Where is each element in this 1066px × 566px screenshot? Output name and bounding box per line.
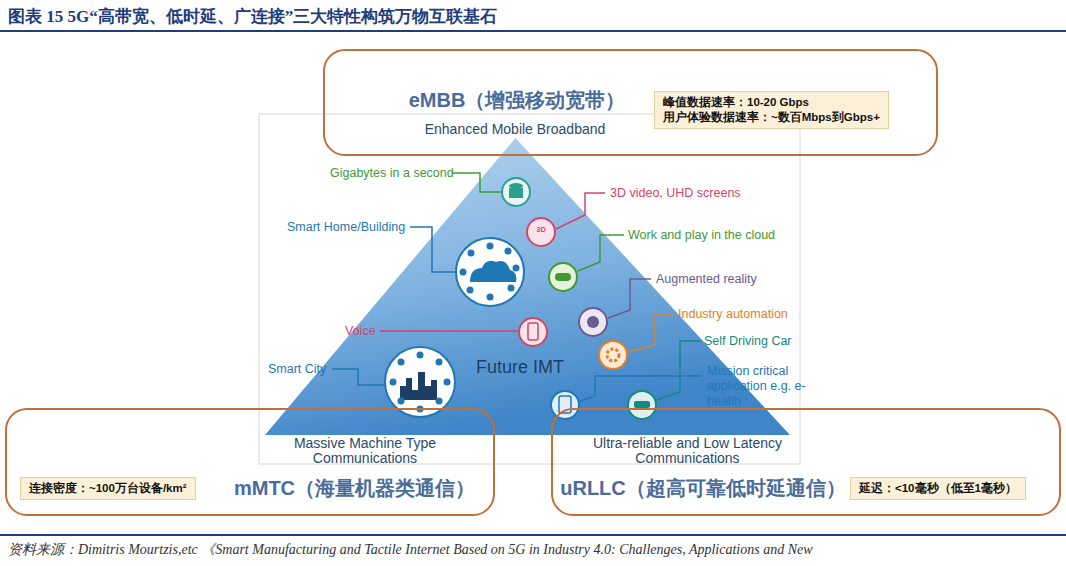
category-title: mMTC（海量机器类通信） (222, 475, 487, 502)
cloud-icon (470, 261, 516, 282)
annotation-label: Gigabytes in a second (330, 166, 454, 181)
health-icon (559, 396, 571, 413)
phone-icon (519, 318, 547, 346)
image-frame (259, 114, 800, 464)
ar-icon (587, 316, 599, 328)
source-caption: 资料来源：Dimitris Mourtzis,etc 《Smart Manufa… (8, 541, 813, 559)
figure-title: 图表 15 5G“高带宽、低时延、广连接”三大特性构筑万物互联基石 (8, 5, 497, 28)
category-title: uRLLC（超高可靠低时延通信） (558, 475, 848, 502)
gamepad-icon (555, 273, 571, 281)
car-icon (628, 391, 656, 419)
annotation-label: Work and play in the cloud (628, 228, 775, 243)
annotation-label: Ultra-reliable and Low Latency Communica… (575, 436, 800, 466)
category-box: mMTC（海量机器类通信） 连接密度：~100万台设备/km² (5, 408, 495, 516)
gamepad-icon (549, 263, 577, 291)
phone-icon (528, 323, 538, 340)
spec-box: 峰值数据速率：10-20 Gbps用户体验数据速率：~数百Mbps到Gbps+ (654, 91, 889, 129)
annotation-label: Augmented reality (656, 272, 757, 287)
ar-icon (579, 308, 607, 336)
annotation-label: Smart City (268, 362, 326, 377)
annotation-label: 3D video, UHD screens (610, 186, 741, 201)
rule-line (0, 534, 1066, 536)
gear-icon (607, 349, 619, 361)
smart-home-icon (456, 238, 524, 306)
annotation-label: Enhanced Mobile Broadband (405, 122, 625, 137)
device-dots (460, 243, 520, 301)
annotation-label: Self Driving Car (704, 334, 792, 349)
annotation-label: Voice (345, 324, 376, 339)
category-box: uRLLC（超高可靠低时延通信） 延迟：<10毫秒（低至1毫秒） (551, 408, 1061, 516)
center-label: Future IMT (465, 357, 575, 378)
gear-icon (599, 341, 627, 369)
health-icon (551, 391, 579, 419)
annotation-label: Mission critical application e.g. e-heal… (707, 364, 819, 409)
spec-text: 峰值数据速率：10-20 Gbps (663, 95, 880, 110)
spec-box: 延迟：<10毫秒（低至1毫秒） (850, 477, 1026, 500)
spec-text: 用户体验数据速率：~数百Mbps到Gbps+ (663, 110, 880, 125)
spec-text: 延迟：<10毫秒（低至1毫秒） (859, 481, 1017, 496)
category-box: eMBB（增强移动宽带）峰值数据速率：10-20 Gbps用户体验数据速率：~数… (323, 49, 938, 156)
spec-text: 连接密度：~100万台设备/km² (29, 481, 187, 496)
skyline-icon (400, 372, 437, 400)
category-title: eMBB（增强移动宽带） (372, 87, 662, 114)
spec-box: 连接密度：~100万台设备/km² (20, 477, 196, 500)
database-icon (509, 188, 523, 198)
leader-line (380, 330, 518, 332)
rule-line (0, 30, 1066, 32)
annotation-label: Massive Machine Type Communications (275, 436, 455, 466)
device-dots (390, 352, 451, 413)
annotation-label: Smart Home/Building (287, 220, 405, 235)
smart-city-icon (385, 347, 455, 417)
database-icon (502, 178, 530, 206)
icon-label: 3D (533, 225, 549, 235)
car-icon (634, 401, 650, 408)
annotation-label: Industry automation (678, 307, 788, 322)
screen-icon (527, 218, 555, 246)
